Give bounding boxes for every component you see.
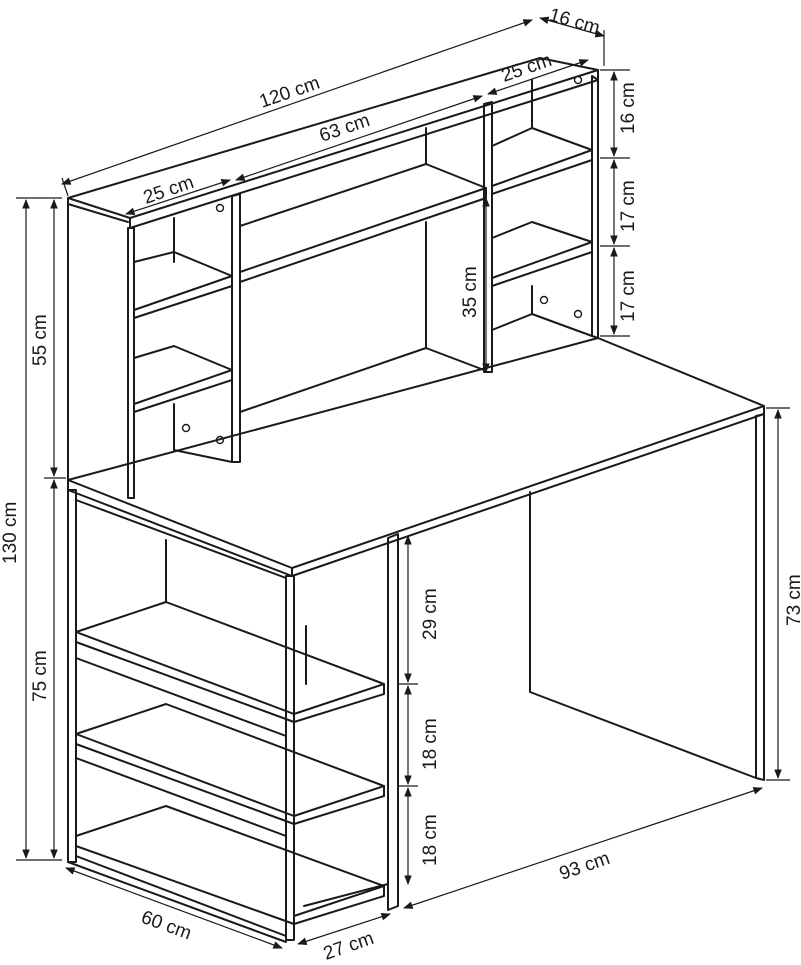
lower-shelf-2 bbox=[75, 703, 385, 825]
label-shelf-gap-middle: 17 cm bbox=[618, 180, 639, 232]
hutch-left-divider bbox=[231, 193, 241, 463]
frame-left-post bbox=[67, 489, 77, 863]
label-lower-gap-middle: 18 cm bbox=[420, 718, 441, 770]
hutch-right-shelf-1 bbox=[491, 127, 593, 195]
label-shelf-gap-top: 16 cm bbox=[618, 82, 639, 134]
hutch-left-shelf-1 bbox=[133, 251, 233, 319]
label-hutch-left-section: 25 cm bbox=[141, 172, 197, 209]
hutch-right-side bbox=[591, 75, 599, 339]
lower-shelf-1 bbox=[75, 601, 385, 723]
shelf-unit-panel bbox=[387, 533, 399, 911]
label-lower-gap-top: 29 cm bbox=[420, 588, 441, 640]
hutch-left-side bbox=[127, 227, 135, 499]
dimension-lines bbox=[16, 16, 790, 949]
label-lower-gap-bottom: 18 cm bbox=[420, 814, 441, 866]
label-desk-frame-height: 75 cm bbox=[30, 650, 51, 702]
label-hutch-height: 55 cm bbox=[30, 314, 51, 366]
desk-right-leg bbox=[755, 413, 765, 781]
label-total-height: 130 cm bbox=[0, 502, 21, 564]
hutch-right-shelf-2 bbox=[491, 221, 593, 287]
frame-front-post bbox=[285, 575, 295, 941]
label-hutch-width: 120 cm bbox=[257, 73, 323, 113]
label-hutch-inner-height: 35 cm bbox=[460, 266, 481, 318]
hutch-left-shelf-2 bbox=[133, 345, 233, 413]
label-hutch-depth: 16 cm bbox=[547, 5, 603, 39]
label-desk-height: 73 cm bbox=[784, 574, 801, 626]
lower-shelf-3 bbox=[75, 805, 385, 925]
label-shelf-gap-bottom: 17 cm bbox=[618, 270, 639, 322]
hutch-right-divider bbox=[483, 101, 493, 373]
